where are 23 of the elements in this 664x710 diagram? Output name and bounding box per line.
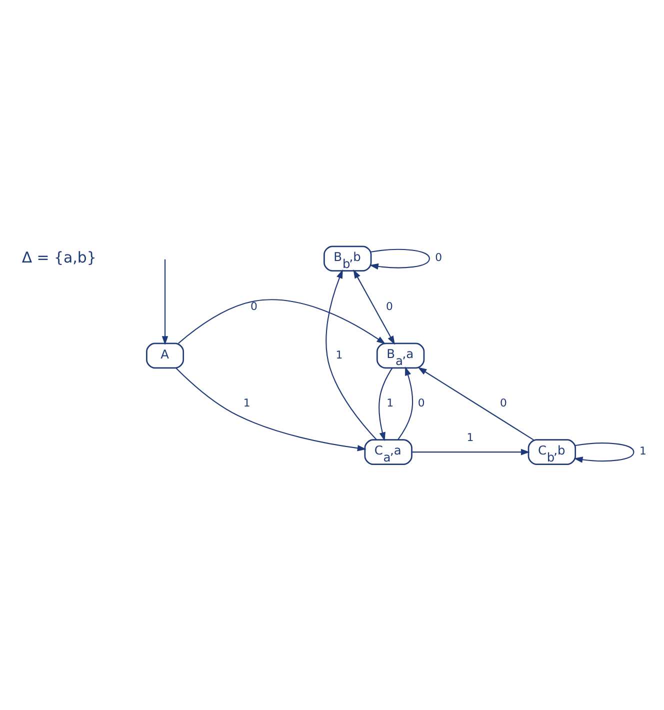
arrow xyxy=(176,368,366,452)
arrow xyxy=(369,248,430,270)
node-box: A xyxy=(146,342,184,369)
arrow xyxy=(418,367,534,440)
arrow xyxy=(178,299,386,344)
edge-label: 0 xyxy=(500,396,507,410)
edge-label: 0 xyxy=(386,300,393,314)
arrow xyxy=(398,366,414,440)
arrow xyxy=(162,259,168,346)
edge-label: 0 xyxy=(250,300,258,314)
edge-label: 1 xyxy=(386,396,394,410)
arrow xyxy=(412,448,530,456)
arrow xyxy=(353,269,395,345)
edge-label: 0 xyxy=(435,251,442,264)
edge-label: 0 xyxy=(418,396,425,410)
label: Δ = {a,b} xyxy=(22,248,96,266)
arrow xyxy=(574,442,634,463)
arrow xyxy=(326,269,377,440)
edge-label: 1 xyxy=(336,348,343,362)
edge-label: 1 xyxy=(639,444,646,458)
arrow xyxy=(378,368,393,442)
edge-label: 1 xyxy=(243,396,250,410)
edge-label: 1 xyxy=(466,431,474,444)
